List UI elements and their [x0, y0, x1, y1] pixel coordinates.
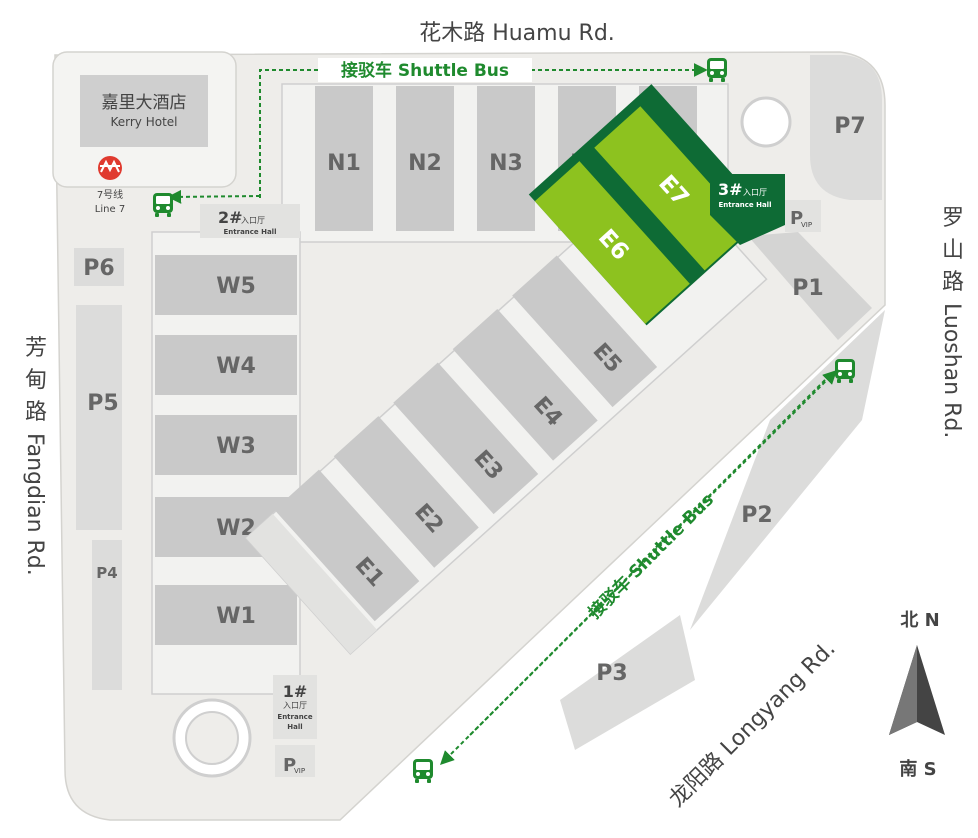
shuttle-route-diagonal-return [469, 370, 837, 736]
hall-e1[interactable] [274, 469, 420, 622]
entrance-2-num: 2# [218, 208, 243, 227]
parking-p2-label: P2 [741, 503, 772, 528]
vip-parking-south-sub: VIP [294, 767, 305, 775]
hall-n1-label: N1 [327, 151, 361, 176]
shuttle-route-west [167, 189, 261, 204]
entrance-3-cn: 入口厅 [743, 188, 767, 197]
hall-n3-label: N3 [489, 151, 523, 176]
east-complex: E1 E2 E3 E4 E5 E6 E7 [244, 84, 770, 656]
hall-w1[interactable] [155, 585, 297, 645]
parking-p2[interactable] [690, 310, 885, 630]
road-west-label: 芳 甸 路 Fangdian Rd. [22, 336, 47, 576]
hall-e5[interactable] [512, 255, 658, 408]
entrance-1-num: 1# [283, 682, 308, 701]
compass-north: 北 N [900, 610, 939, 631]
entrance-1-cn: 入口厅 [283, 701, 307, 710]
hall-w1-label: W1 [216, 604, 256, 629]
hall-e6[interactable] [534, 161, 690, 324]
hall-n2[interactable] [396, 86, 454, 231]
hall-w3[interactable] [155, 415, 297, 475]
parking-p1[interactable] [748, 232, 872, 340]
shuttle-route-north [259, 63, 708, 198]
shuttle-label-north: 接驳车 Shuttle Bus [341, 60, 509, 81]
hall-w4-label: W4 [216, 354, 256, 379]
parking-p6-label: P6 [83, 256, 114, 281]
hall-w4[interactable] [155, 335, 297, 395]
entrance-1-en-2: Hall [287, 723, 302, 731]
parking-p5[interactable] [76, 305, 122, 530]
hall-w5-label: W5 [216, 274, 256, 299]
hall-e7[interactable] [594, 106, 751, 271]
roundabout-ne [740, 96, 792, 148]
hall-w3-label: W3 [216, 434, 256, 459]
entrance-3-num: 3# [718, 180, 743, 199]
svg-text:山: 山 [942, 238, 964, 263]
hotel-building[interactable] [80, 75, 208, 147]
parking-p3[interactable] [560, 615, 695, 750]
parking-p7[interactable] [810, 55, 882, 200]
svg-text:Luoshan Rd.: Luoshan Rd. [939, 303, 964, 438]
vip-parking-east-sub: VIP [801, 221, 812, 229]
parking-p3-label: P3 [596, 661, 627, 686]
hall-e3[interactable] [393, 362, 539, 515]
entrance-1-en-1: Entrance [277, 713, 312, 721]
compass-south: 南 S [899, 758, 936, 780]
entrance-2-en: Entrance Hall [224, 228, 277, 236]
vip-parking-east[interactable] [785, 200, 821, 232]
svg-text:路: 路 [25, 400, 47, 425]
parking-p1-label: P1 [792, 276, 823, 301]
entrance-3-en: Entrance Hall [719, 201, 772, 209]
highlighted-halls: E6 E7 [528, 84, 770, 326]
parking-p5-label: P5 [87, 391, 118, 416]
parking-p7-label: P7 [834, 114, 865, 139]
vip-parking-east-letter: P [790, 208, 803, 229]
road-north-label: 花木路 Huamu Rd. [419, 21, 615, 46]
road-east-label: 罗 山 路 Luoshan Rd. [939, 206, 964, 438]
hall-e2[interactable] [333, 416, 479, 568]
svg-text:Fangdian Rd.: Fangdian Rd. [22, 433, 47, 576]
metro-line-en: Line 7 [95, 204, 125, 215]
compass: 北 N 南 S [889, 610, 945, 780]
metro-line-cn: 7号线 [97, 188, 123, 201]
svg-text:甸: 甸 [25, 368, 47, 393]
hall-n3[interactable] [477, 86, 535, 231]
svg-text:路: 路 [942, 270, 964, 295]
hall-n1[interactable] [315, 86, 373, 231]
vip-parking-south-letter: P [283, 755, 296, 776]
hall-n2-label: N2 [408, 151, 442, 176]
west-halls: W5 W4 W3 W2 W1 [155, 255, 297, 645]
hotel-name-en: Kerry Hotel [110, 115, 177, 129]
parking-p4-label: P4 [96, 564, 117, 582]
hall-w5[interactable] [155, 255, 297, 315]
vip-parking-south[interactable] [275, 745, 315, 777]
svg-text:罗: 罗 [942, 206, 964, 231]
entrance-hall-3[interactable] [710, 174, 785, 245]
parking-p6[interactable] [74, 248, 124, 286]
entrance-hall-1[interactable] [273, 675, 317, 739]
svg-text:芳: 芳 [25, 336, 47, 361]
metro-icon[interactable] [98, 156, 122, 180]
entrance-hall-2[interactable] [200, 204, 300, 238]
entrance-2-cn: 入口厅 [241, 216, 265, 225]
parking-p4[interactable] [92, 540, 122, 690]
hall-e4[interactable] [452, 309, 598, 461]
hotel-name-cn: 嘉里大酒店 [102, 93, 187, 113]
